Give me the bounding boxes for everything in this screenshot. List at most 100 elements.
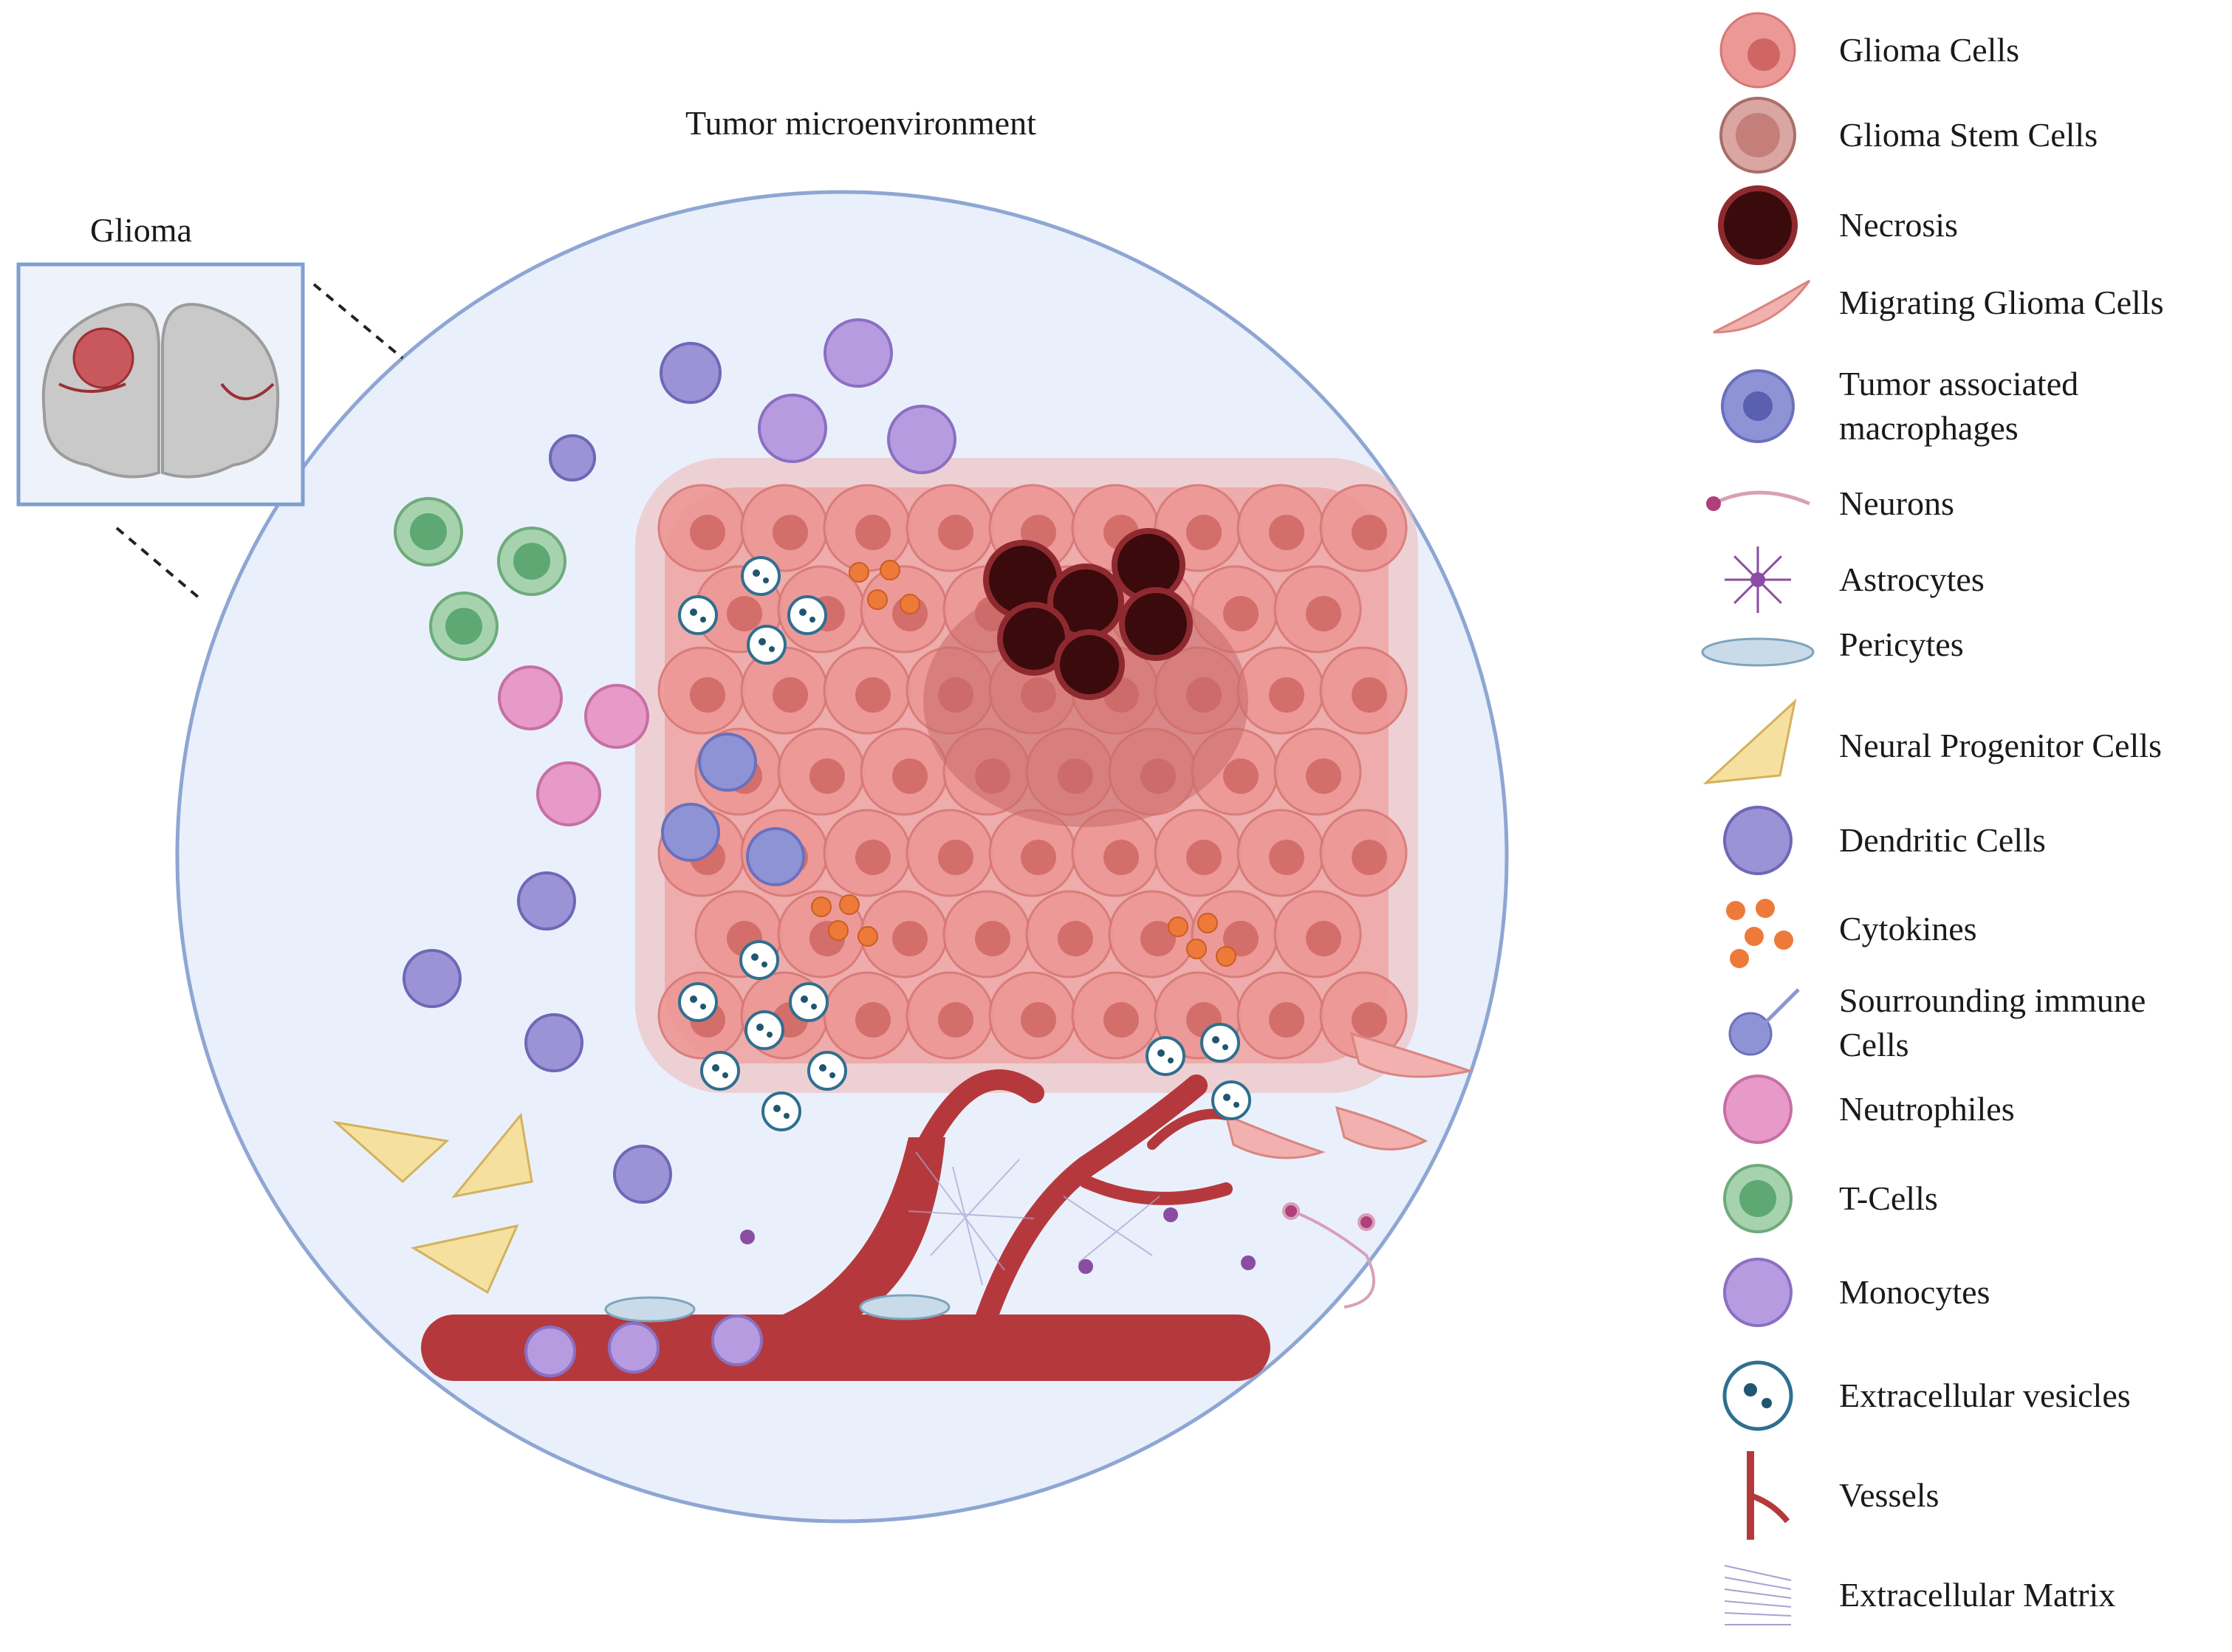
glioma-cell <box>777 727 866 816</box>
extracellular-vesicle <box>789 982 829 1022</box>
extracellular-vesicle <box>787 595 827 635</box>
cytokine <box>1186 939 1207 959</box>
legend-icons <box>1701 12 1815 1625</box>
tumor-associated-macrophages <box>661 733 805 886</box>
glioma-cell <box>740 646 829 735</box>
astrocyte-icon <box>1725 546 1791 613</box>
legend-label: Cytokines <box>1839 910 1977 948</box>
migrating-glioma-cell-icon <box>1713 279 1811 334</box>
glioma-cell <box>1273 565 1362 654</box>
neutrophils <box>498 665 649 826</box>
cytokine <box>849 562 869 583</box>
legend-item: Migrating Glioma Cells <box>1699 262 2231 343</box>
legend-item: Neurons <box>1699 463 2231 544</box>
monocytes <box>758 318 956 474</box>
astrocytes <box>740 1207 1256 1274</box>
legend-item: Cytokines <box>1699 888 2231 970</box>
extracellular-vesicle <box>1200 1023 1240 1063</box>
glioma-cell <box>1236 646 1325 735</box>
glioma-cell <box>1236 809 1325 897</box>
extracellular-matrix <box>908 1151 1160 1286</box>
neural-progenitor-cells <box>332 1112 533 1295</box>
vessel-icon <box>1747 1451 1790 1540</box>
necrosis-icon <box>1718 185 1798 265</box>
extracellular-vesicle <box>678 595 718 635</box>
neural-progenitor-icon <box>1702 698 1797 784</box>
glioma-cell <box>1236 484 1325 572</box>
cytokine <box>1168 916 1188 937</box>
extracellular-vesicle <box>700 1051 740 1091</box>
legend-item: Neutrophiles <box>1699 1069 2231 1150</box>
cytokine <box>811 897 832 917</box>
extracellular-vesicle <box>1211 1080 1251 1120</box>
legend-item: Extracellular vesicles <box>1699 1355 2231 1436</box>
pericyte-icon <box>1701 637 1815 667</box>
glioma-cell <box>1319 971 1408 1060</box>
glioma-cell <box>657 484 746 572</box>
cytokine-icon <box>1726 899 1793 968</box>
glioma-cell <box>823 809 911 897</box>
inset-title: Glioma <box>90 211 192 249</box>
dendritic-cell-icon <box>1723 806 1793 875</box>
legend-label: Sourrounding immune Cells <box>1839 981 2146 1063</box>
extracellular-matrix-icon <box>1724 1565 1792 1625</box>
pericyte <box>604 1296 696 1323</box>
pericyte <box>859 1294 951 1320</box>
legend-item: Tumor associated macrophages <box>1699 365 2231 447</box>
legend-item: Monocytes <box>1699 1252 2231 1333</box>
neuron-icon <box>1706 490 1810 511</box>
glioma-cell <box>1273 727 1362 816</box>
glioma-cell <box>1071 971 1160 1060</box>
glioma-stem-cell-icon <box>1719 97 1796 174</box>
glioma-cell <box>988 809 1077 897</box>
cytokine <box>867 589 888 610</box>
extracellular-vesicles <box>678 556 1251 1131</box>
neurons <box>1282 1202 1375 1309</box>
glioma-cell <box>823 646 911 735</box>
legend-label: Vessels <box>1839 1476 1940 1515</box>
zoom-connector-line <box>115 527 201 600</box>
cytokine <box>880 560 900 580</box>
extracellular-vesicle-icon <box>1722 1360 1793 1431</box>
glioma-cell <box>906 809 994 897</box>
extracellular-vesicle <box>741 556 781 596</box>
glioma-cell <box>1236 971 1325 1060</box>
zoom-connector-line <box>312 283 404 360</box>
legend-label: Neurons <box>1839 484 1954 523</box>
glioma-cell <box>860 727 948 816</box>
glioma-cell <box>1319 646 1408 735</box>
legend-label: Extracellular vesicles <box>1839 1377 2131 1415</box>
monocyte-icon <box>1723 1258 1793 1327</box>
extracellular-vesicle <box>747 625 787 665</box>
legend-label: Astrocytes <box>1839 561 1985 599</box>
legend-item: Dendritic Cells <box>1699 800 2231 881</box>
extracellular-vesicle <box>807 1051 847 1091</box>
legend-label: Monocytes <box>1839 1273 1990 1312</box>
legend-label: Glioma Cells <box>1839 31 2020 69</box>
legend-label: Extracellular Matrix <box>1839 1576 2116 1614</box>
legend-label: Pericytes <box>1839 626 1964 664</box>
migrating-glioma-cells <box>1224 1032 1474 1159</box>
glioma-cell <box>988 971 1077 1060</box>
legend-item: Sourrounding immune Cells <box>1699 981 2231 1063</box>
extracellular-vesicle <box>678 982 718 1022</box>
neutrophil-icon <box>1723 1075 1793 1144</box>
legend-item: Extracellular Matrix <box>1699 1555 2231 1636</box>
legend-item: Necrosis <box>1699 185 2231 266</box>
glioma-cell <box>1071 809 1160 897</box>
legend-item: T-Cells <box>1699 1158 2231 1239</box>
glioma-cell <box>1319 484 1408 572</box>
necrosis-core <box>923 528 1248 827</box>
glioma-cell <box>1154 809 1242 897</box>
glioma-brain-inset <box>16 262 305 507</box>
extracellular-vesicle <box>761 1091 801 1131</box>
glioma-cell <box>1025 890 1114 978</box>
glioma-cell <box>906 971 994 1060</box>
legend-label: Neural Progenitor Cells <box>1839 727 2162 765</box>
glioma-cell <box>906 484 994 572</box>
legend-item: Glioma Cells <box>1699 10 2231 91</box>
dendritic-cells <box>403 342 722 1204</box>
main-title: Tumor microenvironment <box>685 104 1036 142</box>
cytokine <box>839 894 860 915</box>
